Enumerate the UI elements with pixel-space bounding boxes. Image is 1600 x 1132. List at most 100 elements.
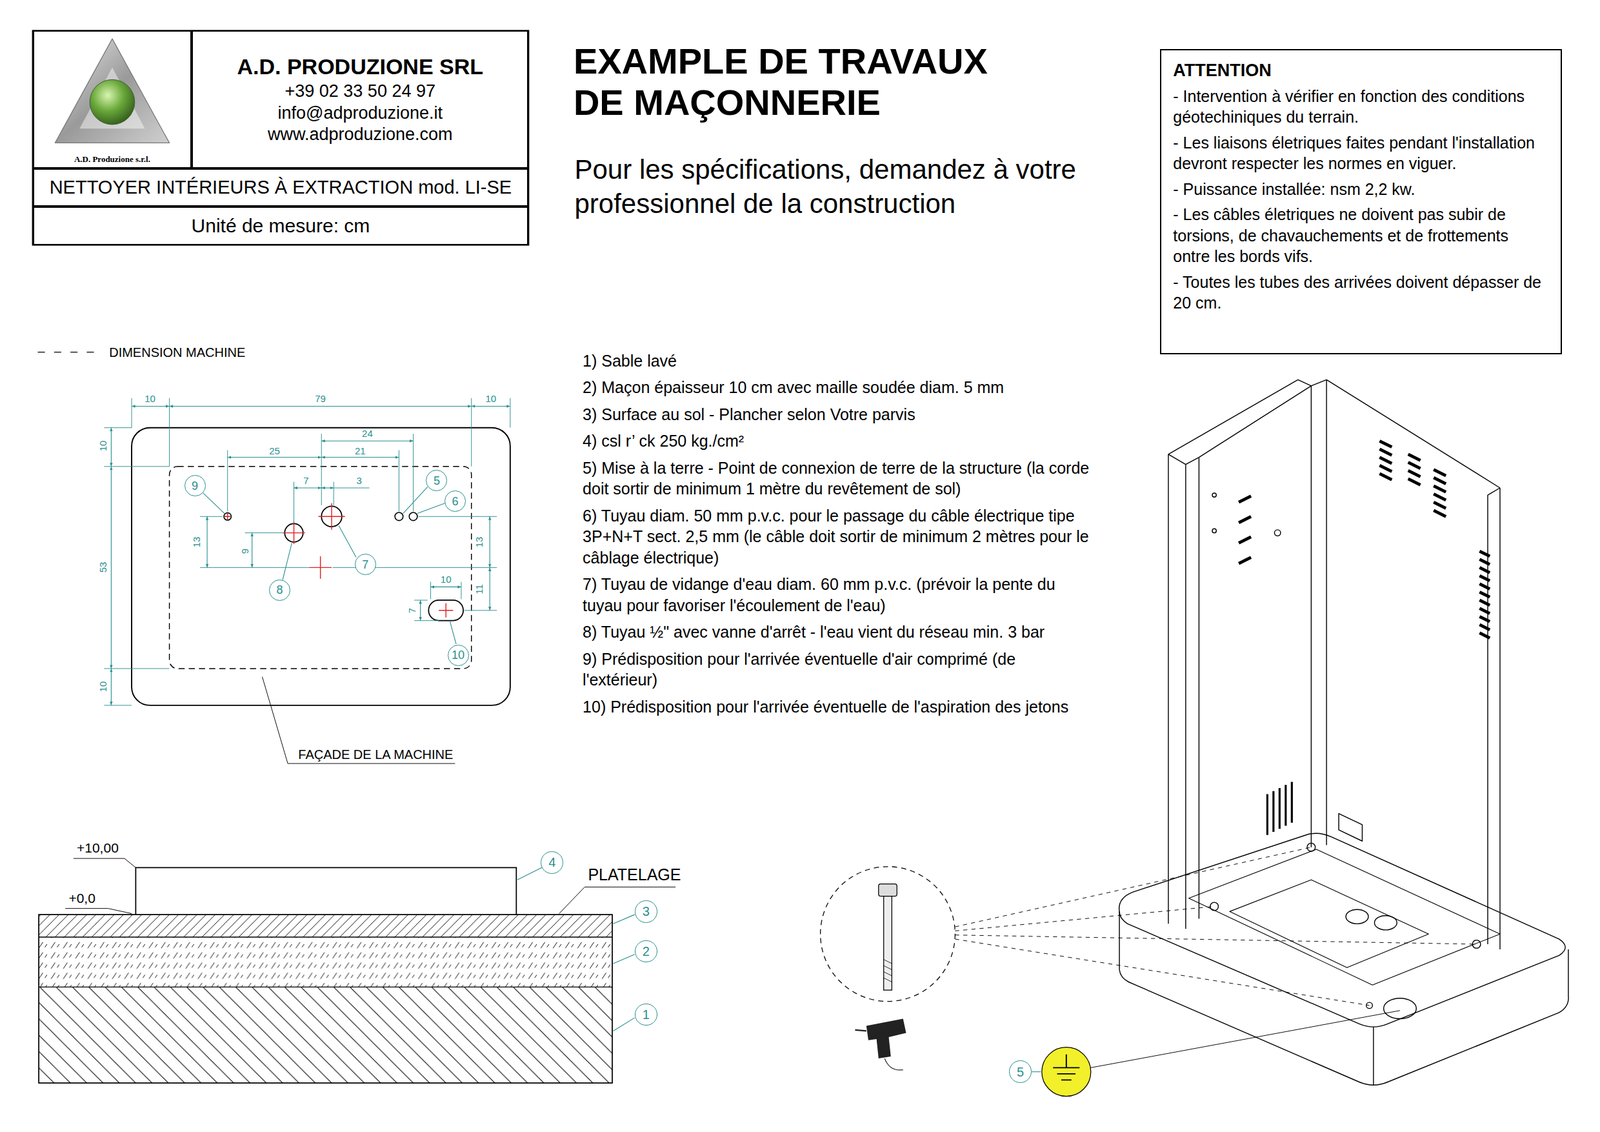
label-wrap: 10 bbox=[143, 392, 157, 405]
callout-number: 7 bbox=[354, 553, 377, 575]
callout-number: 5 bbox=[1009, 1060, 1032, 1083]
legend-text: DIMENSION MACHINE bbox=[109, 344, 246, 360]
box-text: www.adproduzione.com bbox=[267, 123, 453, 146]
spec-list: 1) Sable lavé 2) Maçon épaisseur 10 cm av… bbox=[582, 350, 1093, 724]
label-wrap: PLATELAGE bbox=[586, 865, 682, 884]
section-view bbox=[38, 858, 676, 1083]
dimension-value: 53 bbox=[98, 560, 110, 575]
box-text: - Puissance installée: nsm 2,2 kw. bbox=[1172, 178, 1550, 200]
machine-illustration bbox=[1119, 379, 1569, 1085]
label-wrap: 10 bbox=[97, 680, 110, 694]
label-wrap: 7 bbox=[301, 474, 310, 487]
box-text: - Intervention à vérifier en fonction de… bbox=[1172, 85, 1550, 128]
box-text: A.D. Produzione s.r.l. bbox=[74, 154, 151, 165]
callout-text: 7 bbox=[361, 558, 369, 571]
logo bbox=[54, 38, 170, 143]
box-text: - Les câbles életriques ne doivent pas s… bbox=[1172, 203, 1550, 268]
list-item: 8) Tuyau ½" avec vanne d'arrêt - l'eau v… bbox=[582, 621, 1093, 643]
label-wrap: +10,00 bbox=[75, 840, 120, 856]
dimension-value: 10 bbox=[439, 574, 453, 586]
dimension-value: 10 bbox=[98, 439, 110, 453]
callout-number: 8 bbox=[269, 579, 291, 601]
dimension-value: 10 bbox=[143, 393, 157, 405]
callout-text: 9 bbox=[191, 480, 199, 492]
box-text: NETTOYER INTÉRIEURS À EXTRACTION mod. LI… bbox=[49, 175, 513, 199]
level-label: +0,0 bbox=[67, 890, 97, 906]
label-wrap: 53 bbox=[97, 560, 110, 575]
dimension-value: 9 bbox=[240, 547, 251, 555]
dimension-value: 13 bbox=[191, 534, 203, 549]
label-wrap: 13 bbox=[473, 534, 486, 549]
callout-text: 5 bbox=[433, 474, 440, 487]
label-wrap: 9 bbox=[239, 547, 251, 555]
unit-cell: Unité de mesure: cm bbox=[32, 206, 530, 246]
callout-number: 6 bbox=[444, 490, 466, 512]
callout-text: 3 bbox=[642, 904, 650, 918]
level-label: +10,00 bbox=[75, 840, 120, 856]
dimension-value: 25 bbox=[267, 445, 282, 457]
box-text: - Les liaisons életriques faites pendant… bbox=[1172, 132, 1550, 175]
subtitle: Pour les spécifications, demandez à votr… bbox=[574, 152, 1143, 221]
dimension-value: 79 bbox=[313, 393, 328, 405]
label-wrap: +0,0 bbox=[67, 890, 97, 906]
layer-label: PLATELAGE bbox=[586, 865, 682, 884]
legend-dash-sample bbox=[38, 351, 98, 353]
callout-number: 5 bbox=[425, 469, 448, 491]
callout-text: 6 bbox=[451, 495, 459, 508]
earth-symbol bbox=[1031, 1010, 1400, 1097]
dimension-value: 24 bbox=[360, 428, 375, 440]
list-item: 10) Prédisposition pour l'arrivée éventu… bbox=[582, 696, 1093, 718]
box-text: Unité de mesure: cm bbox=[191, 213, 371, 239]
label-wrap: FAÇADE DE LA MACHINE bbox=[296, 747, 455, 762]
dimension-value: 21 bbox=[353, 445, 368, 457]
title-text: EXAMPLE DE TRAVAUX DE MAÇONNERIE bbox=[573, 40, 1026, 124]
label-wrap: 25 bbox=[267, 445, 282, 457]
legend-item: DIMENSION MACHINE bbox=[109, 344, 246, 360]
company-cell: A.D. PRODUZIONE SRL+39 02 33 50 24 97inf… bbox=[191, 30, 529, 169]
dimension-value: 10 bbox=[483, 393, 498, 405]
list-item: 6) Tuyau diam. 50 mm p.v.c. pour le pass… bbox=[582, 505, 1093, 569]
callout-text: 8 bbox=[276, 583, 283, 596]
fixing-detail bbox=[820, 847, 1477, 1070]
label-wrap: 24 bbox=[360, 427, 375, 440]
callout-text: 4 bbox=[548, 855, 556, 869]
callout-text: 10 bbox=[451, 649, 465, 661]
label-wrap: 21 bbox=[353, 445, 368, 457]
plan-view bbox=[103, 398, 510, 764]
box-text: A.D. PRODUZIONE SRL bbox=[236, 52, 484, 81]
callout-text: 5 bbox=[1016, 1065, 1024, 1079]
title-block-frame bbox=[32, 30, 530, 245]
box-text: - Toutes les tubes des arrivées doivent … bbox=[1172, 271, 1550, 314]
dimension-value: 10 bbox=[98, 680, 110, 694]
callout-leaders bbox=[203, 486, 457, 644]
dimension-value: 13 bbox=[474, 534, 486, 549]
logo-cell: A.D. Produzione s.r.l. bbox=[32, 30, 193, 169]
attention-box: ATTENTION - Intervention à vérifier en fo… bbox=[1160, 49, 1562, 355]
list-item: 2) Maçon épaisseur 10 cm avec maille sou… bbox=[582, 376, 1093, 399]
list-item: 3) Surface au sol - Plancher selon Votre… bbox=[582, 403, 1093, 426]
dimension-value: 7 bbox=[301, 475, 310, 487]
view-label: FAÇADE DE LA MACHINE bbox=[296, 747, 455, 762]
label-wrap: 3 bbox=[355, 474, 364, 487]
label-wrap: 10 bbox=[483, 392, 498, 405]
callout-text: 2 bbox=[642, 944, 650, 958]
dimension-value: 11 bbox=[474, 582, 486, 596]
callout-number: 3 bbox=[634, 900, 658, 923]
callout-text: 1 bbox=[642, 1007, 650, 1021]
callout-number: 2 bbox=[634, 940, 658, 963]
label-wrap: 13 bbox=[190, 534, 203, 549]
label-wrap: 10 bbox=[97, 439, 110, 453]
box-text: +39 02 33 50 24 97 bbox=[285, 80, 436, 103]
box-heading: ATTENTION bbox=[1172, 59, 1550, 82]
list-item: 9) Prédisposition pour l'arrivée éventue… bbox=[582, 648, 1093, 691]
label-wrap: 7 bbox=[406, 606, 419, 615]
label-wrap: 11 bbox=[473, 582, 486, 596]
callout-number: 1 bbox=[634, 1003, 658, 1026]
list-item: 4) csl r’ ck 250 kg./cm² bbox=[582, 430, 1093, 452]
list-item: 7) Tuyau de vidange d'eau diam. 60 mm p.… bbox=[582, 573, 1093, 616]
list-item: 1) Sable lavé bbox=[582, 350, 1093, 372]
dimension-value: 7 bbox=[407, 606, 419, 615]
label-wrap: 79 bbox=[313, 392, 328, 405]
list-item: 5) Mise à la terre - Point de connexion … bbox=[582, 457, 1093, 500]
